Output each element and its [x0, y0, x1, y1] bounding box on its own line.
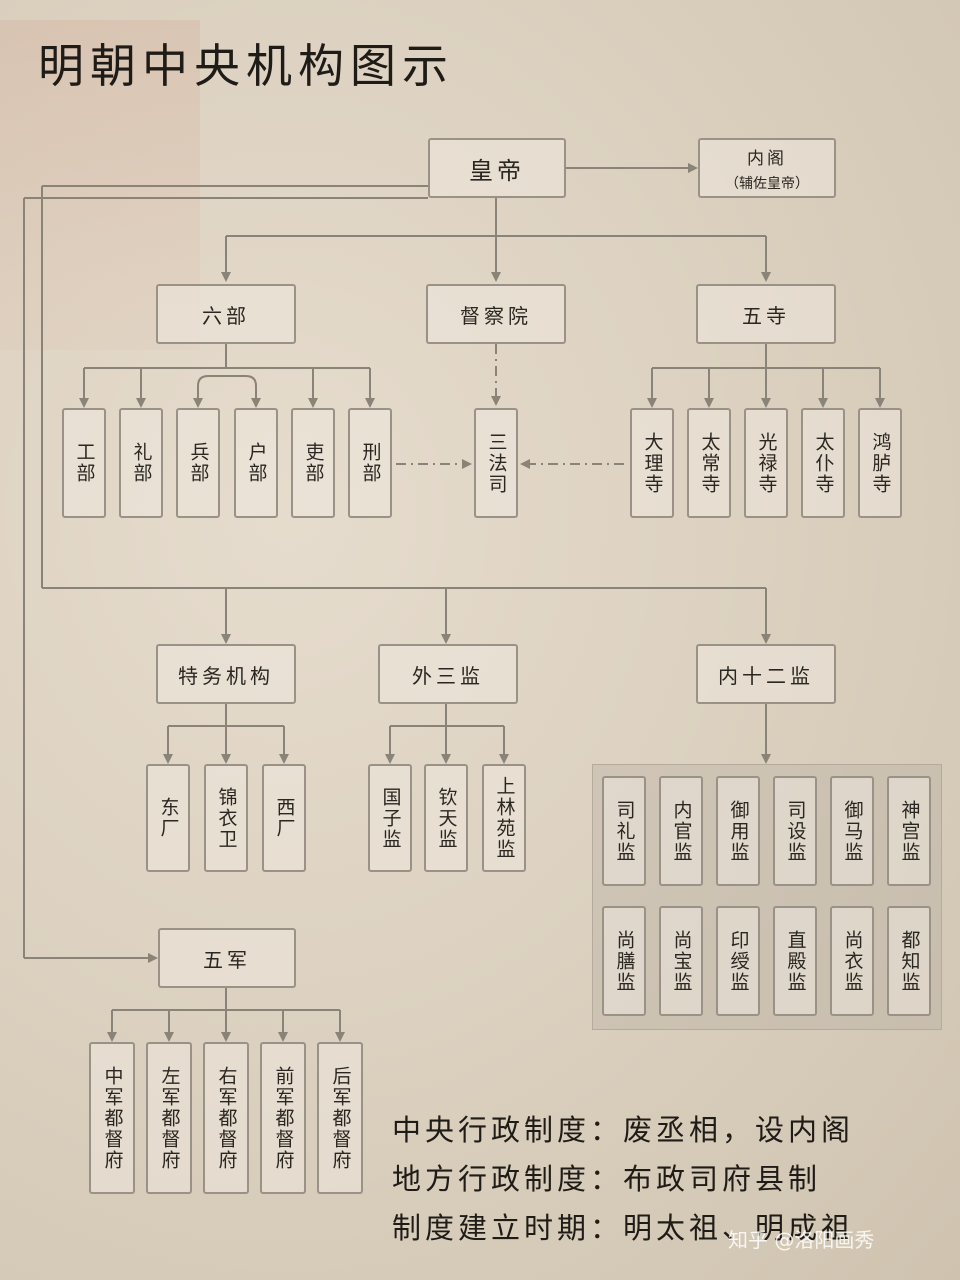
waisanjian-item-label: 上林苑监 [493, 776, 516, 860]
waisanjian-item-label: 钦天监 [435, 786, 458, 850]
liubu-item-hubu: 户部 [234, 408, 278, 518]
liubu-item-bingbu: 兵部 [176, 408, 220, 518]
neijian-item: 尚宝监 [659, 906, 703, 1016]
wusi-box: 五寺 [696, 284, 836, 344]
tewu-box: 特务机构 [156, 644, 296, 704]
neijian-item-label: 御马监 [841, 799, 864, 863]
neishierjian-panel [592, 764, 942, 1030]
wusi-item-label: 大理寺 [641, 431, 664, 495]
neijian-item-label: 尚宝监 [670, 929, 693, 993]
neijian-item: 尚膳监 [602, 906, 646, 1016]
neijian-item: 司设监 [773, 776, 817, 886]
emperor-box: 皇帝 [428, 138, 566, 198]
neijian-item-label: 神宫监 [898, 799, 921, 863]
waisanjian-item-label: 国子监 [379, 786, 402, 850]
tewu-item-dongchang: 东厂 [146, 764, 190, 872]
neishierjian-label: 内十二监 [718, 663, 814, 688]
liubu-item-xingbu: 刑部 [348, 408, 392, 518]
liubu-item-label: 礼部 [130, 442, 153, 484]
tewu-item-label: 西厂 [273, 797, 296, 839]
duchayuan-label: 督察院 [460, 303, 532, 328]
sanfasi-box: 三法司 [474, 408, 518, 518]
neijian-item-label: 尚膳监 [613, 929, 636, 993]
neijian-item-label: 都知监 [898, 929, 921, 993]
wujun-item-label: 右军都督府 [215, 1065, 238, 1171]
waisanjian-item-shanglinyuanjian: 上林苑监 [482, 764, 526, 872]
neishierjian-box: 内十二监 [696, 644, 836, 704]
neijian-item: 印绶监 [716, 906, 760, 1016]
liubu-item-label: 工部 [73, 442, 96, 484]
wusi-item-label: 太仆寺 [812, 431, 835, 495]
wusi-item-label: 鸿胪寺 [869, 431, 892, 495]
wujun-item-label: 前军都督府 [272, 1065, 295, 1171]
neijian-item-label: 司礼监 [613, 799, 636, 863]
wusi-item-label: 太常寺 [698, 431, 721, 495]
wujun-box: 五军 [158, 928, 296, 988]
footer-notes: 中央行政制度：废丞相，设内阁 地方行政制度：布政司府县制 制度建立时期：明太祖、… [392, 1106, 854, 1253]
watermark: 知乎 @洛阳画秀 [728, 1228, 875, 1252]
wujun-item-qianjun: 前军都督府 [260, 1042, 306, 1194]
tewu-item-label: 锦衣卫 [215, 786, 238, 850]
wujun-item-youjun: 右军都督府 [203, 1042, 249, 1194]
liubu-item-label: 吏部 [302, 442, 325, 484]
liubu-item-libu2: 吏部 [291, 408, 335, 518]
diagram-title: 明朝中央机构图示 [38, 39, 454, 93]
neige-label: 内阁 [747, 148, 787, 169]
waisanjian-item-guozijian: 国子监 [368, 764, 412, 872]
wujun-item-zhongjun: 中军都督府 [89, 1042, 135, 1194]
neijian-item: 御用监 [716, 776, 760, 886]
sanfasi-label: 三法司 [485, 431, 508, 495]
liubu-item-libu: 礼部 [119, 408, 163, 518]
liubu-box: 六部 [156, 284, 296, 344]
tewu-item-xichang: 西厂 [262, 764, 306, 872]
tewu-item-label: 东厂 [157, 797, 180, 839]
neijian-item: 尚衣监 [830, 906, 874, 1016]
neijian-item: 内官监 [659, 776, 703, 886]
wujun-item-label: 中军都督府 [101, 1065, 124, 1171]
wusi-item-label: 光禄寺 [755, 431, 778, 495]
footer-line: 地方行政制度：布政司府县制 [392, 1162, 822, 1196]
wusi-item-taichang: 太常寺 [687, 408, 731, 518]
wujun-item-label: 左军都督府 [158, 1065, 181, 1171]
wusi-item-guanglu: 光禄寺 [744, 408, 788, 518]
neige-note: （辅佐皇帝） [725, 175, 809, 192]
wusi-label: 五寺 [742, 303, 790, 328]
waisanjian-box: 外三监 [378, 644, 518, 704]
footer-line: 制度建立时期：明太祖、明成祖 [392, 1211, 855, 1245]
liubu-item-label: 户部 [245, 442, 268, 484]
neijian-item-label: 司设监 [784, 799, 807, 863]
emperor-label: 皇帝 [469, 156, 525, 185]
neige-box: 内阁 （辅佐皇帝） [698, 138, 836, 198]
wujun-item-houjun: 后军都督府 [317, 1042, 363, 1194]
wujun-item-label: 后军都督府 [329, 1065, 352, 1171]
neijian-item: 御马监 [830, 776, 874, 886]
neijian-item-label: 御用监 [727, 799, 750, 863]
waisanjian-item-qintianjian: 钦天监 [424, 764, 468, 872]
wusi-item-taipu: 太仆寺 [801, 408, 845, 518]
tewu-item-jinyiwei: 锦衣卫 [204, 764, 248, 872]
neijian-item: 直殿监 [773, 906, 817, 1016]
neijian-item-label: 印绶监 [727, 929, 750, 993]
liubu-item-label: 兵部 [187, 442, 210, 484]
wusi-item-honglu: 鸿胪寺 [858, 408, 902, 518]
liubu-item-gongbu: 工部 [62, 408, 106, 518]
neijian-item: 神宫监 [887, 776, 931, 886]
duchayuan-box: 督察院 [426, 284, 566, 344]
neijian-item-label: 尚衣监 [841, 929, 864, 993]
liubu-label: 六部 [202, 303, 250, 328]
neijian-item-label: 内官监 [670, 799, 693, 863]
liubu-item-label: 刑部 [359, 442, 382, 484]
neijian-item: 司礼监 [602, 776, 646, 886]
waisanjian-label: 外三监 [412, 663, 484, 688]
neijian-item-label: 直殿监 [784, 929, 807, 993]
neijian-item: 都知监 [887, 906, 931, 1016]
wujun-item-zuojun: 左军都督府 [146, 1042, 192, 1194]
wusi-item-dali: 大理寺 [630, 408, 674, 518]
footer-line: 中央行政制度：废丞相，设内阁 [392, 1113, 855, 1147]
tewu-label: 特务机构 [178, 663, 274, 688]
wujun-label: 五军 [203, 947, 251, 972]
